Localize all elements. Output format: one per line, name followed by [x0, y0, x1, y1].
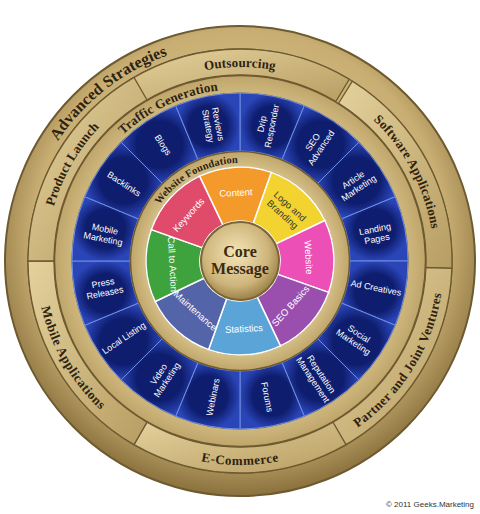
band-edge [28, 49, 452, 473]
copyright-note: © 2011 Geeks.Marketing [386, 500, 474, 509]
band-disc [55, 76, 426, 447]
core-circle: Core Message [200, 221, 280, 301]
ring-band: Traffic GenerationDrip ResponderSEO Adva… [54, 75, 426, 447]
segment-shape [72, 261, 138, 325]
segment-shape [176, 93, 240, 159]
core-label: Core Message [204, 244, 276, 278]
band-edge [146, 167, 334, 355]
segment-shape [342, 197, 408, 261]
ring-label: E-Commerce [201, 449, 280, 468]
ring-label-path: Outsourcing [203, 54, 278, 72]
band-edge [72, 93, 408, 429]
ring-label: Outsourcing [203, 54, 278, 72]
ring-band: Website FoundationContentLogo and Brandi… [130, 151, 350, 371]
segment-label: Call to Action [165, 236, 179, 292]
segment-shape [240, 363, 304, 429]
band-disc [131, 152, 350, 371]
outer-disc [5, 26, 475, 496]
ring-band: Advanced StrategiesOutsourcingSoftware A… [4, 25, 476, 497]
ring-label-path: E-Commerce [201, 449, 280, 468]
core-shape [201, 222, 279, 300]
